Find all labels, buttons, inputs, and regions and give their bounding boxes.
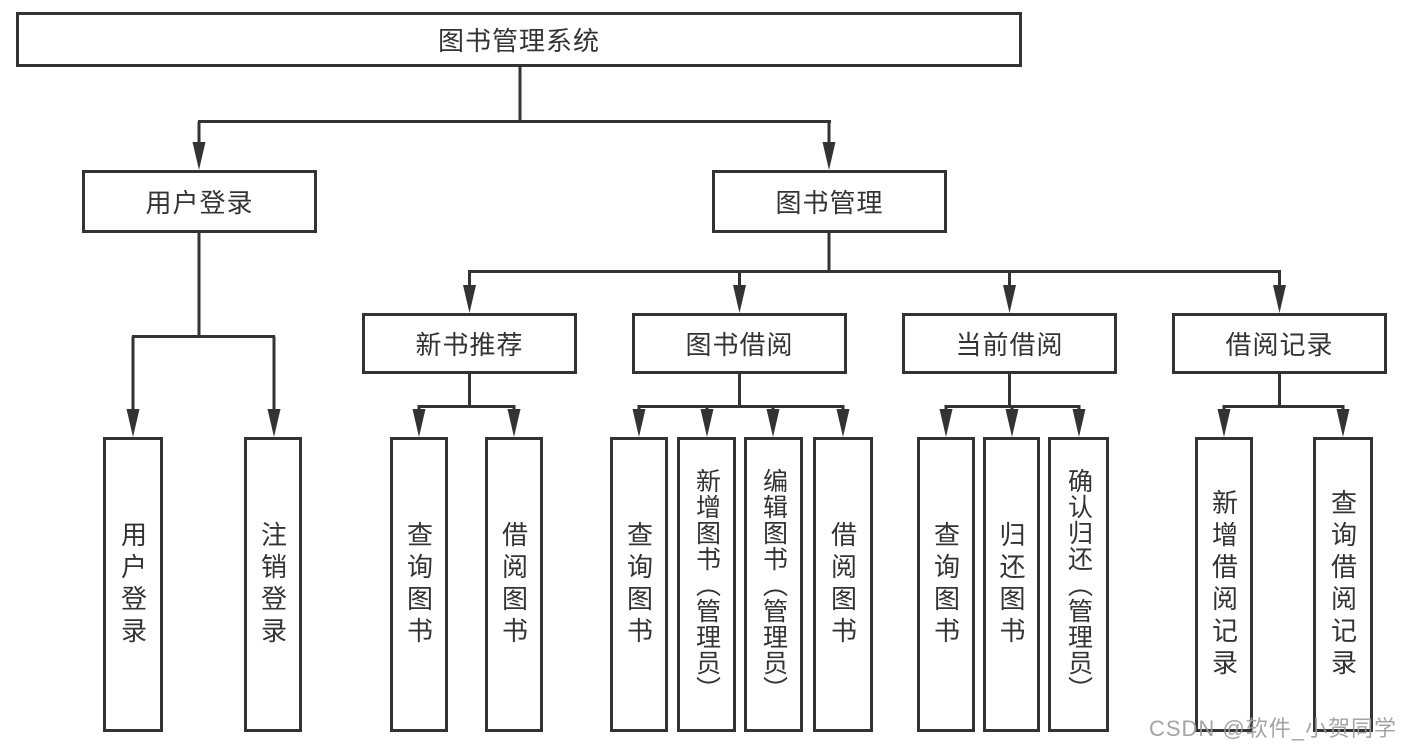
arrow-icon bbox=[939, 409, 953, 437]
arrow-icon bbox=[463, 285, 476, 313]
arrow-icon bbox=[412, 409, 426, 437]
arrow-icon bbox=[1003, 285, 1016, 313]
arrow-icon bbox=[267, 409, 281, 437]
leaf-borrow-books-recommend: 借阅图书 bbox=[485, 437, 543, 732]
leaf-add-borrow-record: 新增借阅记录 bbox=[1195, 437, 1253, 732]
arrow-icon bbox=[1005, 409, 1019, 437]
leaf-query-books-current: 查询图书 bbox=[917, 437, 975, 732]
node-user-login: 用户登录 bbox=[82, 170, 317, 233]
leaf-return-books: 归还图书 bbox=[983, 437, 1040, 732]
arrow-icon bbox=[1273, 285, 1286, 313]
arrow-icon bbox=[1072, 409, 1086, 437]
node-library-system-root: 图书管理系统 bbox=[16, 12, 1022, 67]
node-borrowing-records: 借阅记录 bbox=[1172, 313, 1387, 374]
arrow-icon bbox=[126, 409, 140, 437]
arrow-icon bbox=[632, 409, 646, 437]
arrow-icon bbox=[836, 409, 850, 437]
leaf-borrow-books: 借阅图书 bbox=[813, 437, 873, 732]
arrowheads bbox=[126, 142, 1350, 437]
arrow-icon bbox=[822, 142, 836, 170]
leaf-query-books-borrow: 查询图书 bbox=[610, 437, 668, 732]
arrow-icon bbox=[1217, 409, 1231, 437]
leaf-user-login: 用户登录 bbox=[103, 437, 163, 732]
leaf-query-borrow-record: 查询借阅记录 bbox=[1313, 437, 1373, 732]
arrow-icon bbox=[733, 285, 746, 313]
node-new-book-recommendation: 新书推荐 bbox=[362, 313, 577, 374]
watermark: CSDN @软件_小贺同学 bbox=[1148, 716, 1397, 741]
leaf-confirm-return-admin: 确认归还（管理员） bbox=[1048, 437, 1109, 732]
arrow-icon bbox=[700, 409, 714, 437]
leaf-query-books-recommend: 查询图书 bbox=[390, 437, 448, 732]
leaf-logout: 注销登录 bbox=[244, 437, 302, 732]
leaf-edit-books-admin: 编辑图书（管理员） bbox=[744, 437, 803, 732]
arrow-icon bbox=[192, 142, 206, 170]
arrow-icon bbox=[766, 409, 780, 437]
node-book-borrowing: 图书借阅 bbox=[632, 313, 847, 374]
node-current-borrowing: 当前借阅 bbox=[902, 313, 1117, 374]
leaf-add-books-admin: 新增图书（管理员） bbox=[677, 437, 736, 732]
arrow-icon bbox=[1336, 409, 1350, 437]
arrow-icon bbox=[507, 409, 521, 437]
node-book-management: 图书管理 bbox=[712, 170, 947, 233]
